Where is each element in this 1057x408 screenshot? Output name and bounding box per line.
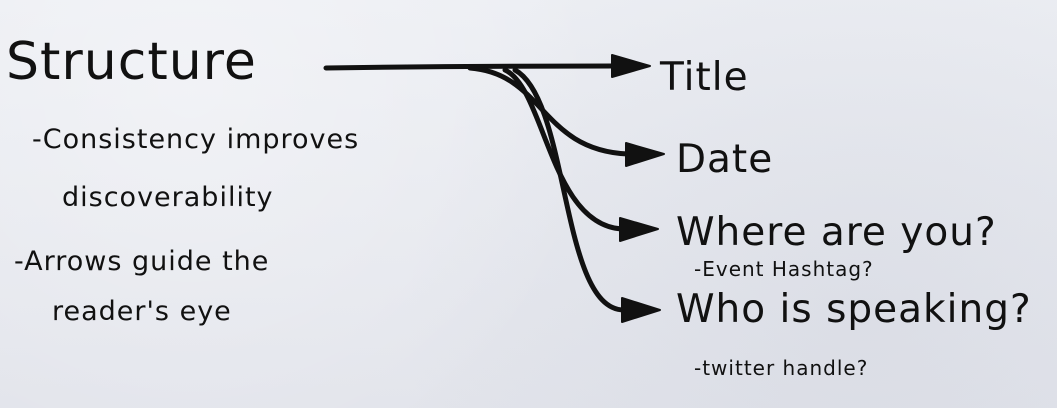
arrowhead-title — [611, 54, 651, 78]
arrowhead-where — [619, 217, 659, 242]
note-line: -Arrows guide the — [14, 246, 270, 277]
note-line: discoverability — [62, 182, 274, 213]
target-location-note: -Event Hashtag? — [694, 257, 874, 281]
arrow-to-date — [467, 65, 631, 157]
target-speaker: Who is speaking? — [676, 287, 1032, 332]
note-line: -Consistency improves — [32, 124, 360, 155]
arrowhead-date — [625, 142, 665, 167]
target-title: Title — [660, 55, 749, 100]
note-line: reader's eye — [52, 296, 232, 327]
arrowhead-who — [621, 297, 661, 323]
target-date: Date — [676, 137, 774, 182]
target-speaker-note: -twitter handle? — [694, 356, 869, 380]
target-location: Where are you? — [676, 210, 997, 255]
diagram-title: Structure — [6, 32, 257, 92]
arrow-to-who — [512, 67, 627, 313]
arrow-to-where — [502, 67, 625, 232]
